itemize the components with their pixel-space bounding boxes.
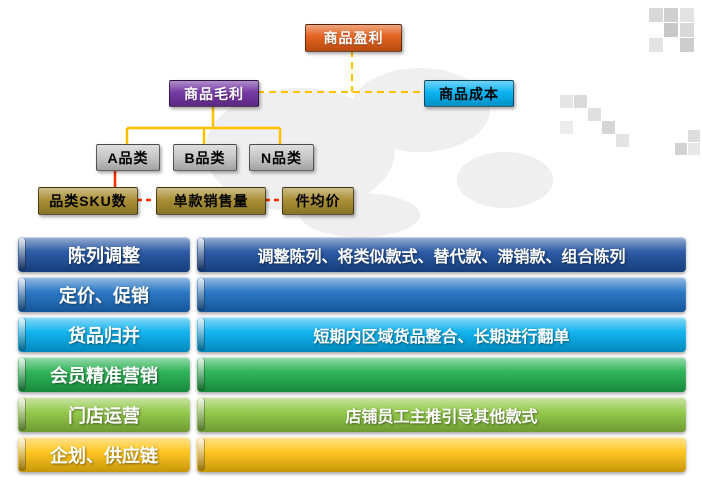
bar-label-store-operation: 门店运营: [18, 397, 190, 432]
pixel-square: [680, 23, 694, 37]
bar-label-member-marketing: 会员精准营销: [18, 357, 190, 392]
pixel-square: [560, 95, 573, 108]
bar-label-merge-goods: 货品归并: [18, 317, 190, 352]
bar-content-display-adjust: 调整陈列、将类似款式、替代款、滞销款、组合陈列: [197, 237, 686, 272]
pixel-square: [560, 121, 573, 134]
pixel-square: [649, 38, 663, 52]
pixel-square: [574, 95, 587, 108]
bar-content-store-operation: 店铺员工主推引导其他款式: [197, 397, 686, 432]
pixel-square: [680, 38, 694, 52]
pixel-square: [616, 134, 629, 147]
bar-label-display-adjust: 陈列调整: [18, 237, 190, 272]
pixel-square: [588, 108, 601, 121]
tree-node-category-n: N品类: [249, 144, 314, 171]
tree-node-unit-sales: 单款销售量: [156, 187, 266, 215]
bar-label-pricing-promo: 定价、促销: [18, 277, 190, 312]
pixel-square: [649, 8, 663, 22]
pixel-square: [602, 121, 615, 134]
tree-node-sku-count: 品类SKU数: [38, 187, 138, 215]
pixel-square: [680, 8, 694, 22]
bar-content-merge-goods: 短期内区域货品整合、长期进行翻单: [197, 317, 686, 352]
bar-content-pricing-promo: [197, 277, 686, 312]
tree-node-category-a: A品类: [96, 144, 160, 171]
bar-content-planning-supply: [197, 437, 686, 472]
pixel-square: [688, 130, 700, 142]
tree-node-cost: 商品成本: [424, 80, 514, 107]
pixel-square: [664, 8, 678, 22]
tree-node-avg-price: 件均价: [282, 187, 354, 215]
tree-node-profit: 商品盈利: [305, 24, 402, 52]
bar-label-planning-supply: 企划、供应链: [18, 437, 190, 472]
pixel-square: [688, 143, 700, 155]
tree-node-gross-margin: 商品毛利: [169, 80, 259, 107]
pixel-square: [664, 23, 678, 37]
bar-content-member-marketing: [197, 357, 686, 392]
pixel-square: [675, 143, 687, 155]
tree-node-category-b: B品类: [173, 144, 237, 171]
